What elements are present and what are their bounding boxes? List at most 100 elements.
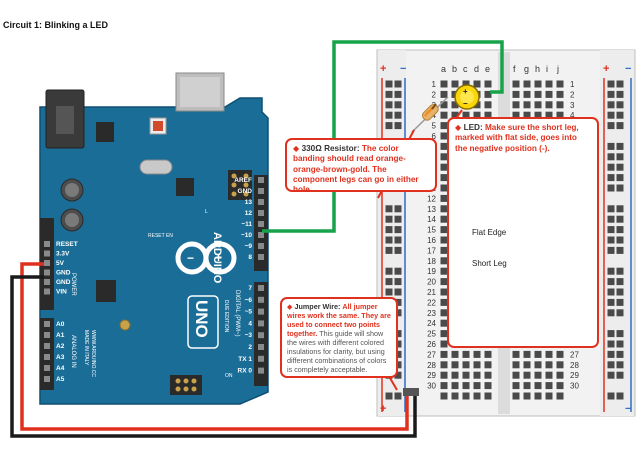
rail-hole[interactable]	[616, 361, 624, 369]
breadboard-hole[interactable]	[440, 278, 448, 286]
rail-hole[interactable]	[394, 122, 402, 130]
rail-hole[interactable]	[607, 309, 615, 317]
breadboard-hole[interactable]	[440, 205, 448, 213]
breadboard-hole[interactable]	[440, 132, 448, 140]
breadboard-hole[interactable]	[512, 80, 520, 88]
breadboard-hole[interactable]	[462, 111, 470, 119]
breadboard-hole[interactable]	[440, 267, 448, 275]
rail-hole[interactable]	[607, 267, 615, 275]
rail-hole[interactable]	[607, 278, 615, 286]
rail-hole[interactable]	[616, 392, 624, 400]
breadboard-hole[interactable]	[440, 122, 448, 130]
rail-hole[interactable]	[616, 90, 624, 98]
rail-hole[interactable]	[385, 246, 393, 254]
breadboard-hole[interactable]	[512, 90, 520, 98]
rail-hole[interactable]	[607, 226, 615, 234]
breadboard-hole[interactable]	[440, 392, 448, 400]
breadboard-hole[interactable]	[556, 392, 564, 400]
rail-hole[interactable]	[616, 246, 624, 254]
breadboard-hole[interactable]	[440, 101, 448, 109]
breadboard-hole[interactable]	[440, 298, 448, 306]
rail-hole[interactable]	[394, 90, 402, 98]
header-pin[interactable]	[44, 354, 50, 360]
rail-hole[interactable]	[394, 340, 402, 348]
rail-hole[interactable]	[394, 288, 402, 296]
breadboard-hole[interactable]	[451, 101, 459, 109]
breadboard-hole[interactable]	[440, 90, 448, 98]
rail-hole[interactable]	[616, 163, 624, 171]
breadboard-hole[interactable]	[512, 101, 520, 109]
rail-hole[interactable]	[616, 298, 624, 306]
rail-hole[interactable]	[616, 111, 624, 119]
breadboard-hole[interactable]	[523, 371, 531, 379]
breadboard-hole[interactable]	[512, 382, 520, 390]
breadboard-hole[interactable]	[440, 382, 448, 390]
rail-hole[interactable]	[607, 80, 615, 88]
rail-hole[interactable]	[616, 101, 624, 109]
breadboard-hole[interactable]	[451, 350, 459, 358]
breadboard-hole[interactable]	[534, 90, 542, 98]
rail-hole[interactable]	[394, 278, 402, 286]
breadboard-hole[interactable]	[534, 361, 542, 369]
breadboard-hole[interactable]	[462, 392, 470, 400]
rail-hole[interactable]	[394, 111, 402, 119]
breadboard-hole[interactable]	[556, 111, 564, 119]
breadboard-hole[interactable]	[556, 361, 564, 369]
breadboard-hole[interactable]	[462, 371, 470, 379]
rail-hole[interactable]	[616, 215, 624, 223]
rail-hole[interactable]	[607, 205, 615, 213]
breadboard-hole[interactable]	[473, 392, 481, 400]
breadboard-hole[interactable]	[534, 80, 542, 88]
breadboard-hole[interactable]	[440, 288, 448, 296]
breadboard-hole[interactable]	[534, 382, 542, 390]
breadboard-hole[interactable]	[473, 80, 481, 88]
breadboard-hole[interactable]	[440, 246, 448, 254]
breadboard-hole[interactable]	[534, 392, 542, 400]
breadboard-hole[interactable]	[473, 111, 481, 119]
rail-hole[interactable]	[385, 267, 393, 275]
rail-hole[interactable]	[394, 236, 402, 244]
breadboard-hole[interactable]	[545, 101, 553, 109]
rail-hole[interactable]	[394, 371, 402, 379]
breadboard-hole[interactable]	[451, 371, 459, 379]
header-pin[interactable]	[258, 344, 264, 350]
header-pin[interactable]	[44, 321, 50, 327]
breadboard-hole[interactable]	[440, 361, 448, 369]
breadboard-hole[interactable]	[545, 90, 553, 98]
rail-hole[interactable]	[607, 340, 615, 348]
header-pin[interactable]	[258, 308, 264, 315]
rail-hole[interactable]	[394, 267, 402, 275]
breadboard-hole[interactable]	[462, 382, 470, 390]
header-pin[interactable]	[258, 296, 264, 303]
breadboard-hole[interactable]	[556, 382, 564, 390]
header-pin[interactable]	[44, 241, 50, 247]
breadboard-hole[interactable]	[451, 111, 459, 119]
rail-hole[interactable]	[616, 288, 624, 296]
rail-hole[interactable]	[607, 174, 615, 182]
breadboard-hole[interactable]	[473, 382, 481, 390]
breadboard-hole[interactable]	[440, 226, 448, 234]
breadboard-hole[interactable]	[484, 101, 492, 109]
rail-hole[interactable]	[394, 309, 402, 317]
breadboard-hole[interactable]	[440, 111, 448, 119]
breadboard-hole[interactable]	[440, 80, 448, 88]
rail-hole[interactable]	[394, 215, 402, 223]
rail-hole[interactable]	[607, 111, 615, 119]
breadboard-hole[interactable]	[462, 80, 470, 88]
rail-hole[interactable]	[385, 215, 393, 223]
rail-hole[interactable]	[607, 153, 615, 161]
rail-hole[interactable]	[607, 122, 615, 130]
breadboard-hole[interactable]	[451, 392, 459, 400]
rail-hole[interactable]	[394, 101, 402, 109]
breadboard-hole[interactable]	[545, 80, 553, 88]
rail-hole[interactable]	[616, 267, 624, 275]
rail-hole[interactable]	[394, 350, 402, 358]
rail-hole[interactable]	[607, 90, 615, 98]
breadboard-hole[interactable]	[523, 101, 531, 109]
breadboard-hole[interactable]	[556, 101, 564, 109]
rail-hole[interactable]	[607, 163, 615, 171]
breadboard-hole[interactable]	[512, 361, 520, 369]
breadboard-hole[interactable]	[473, 361, 481, 369]
breadboard-hole[interactable]	[484, 361, 492, 369]
breadboard-hole[interactable]	[440, 153, 448, 161]
